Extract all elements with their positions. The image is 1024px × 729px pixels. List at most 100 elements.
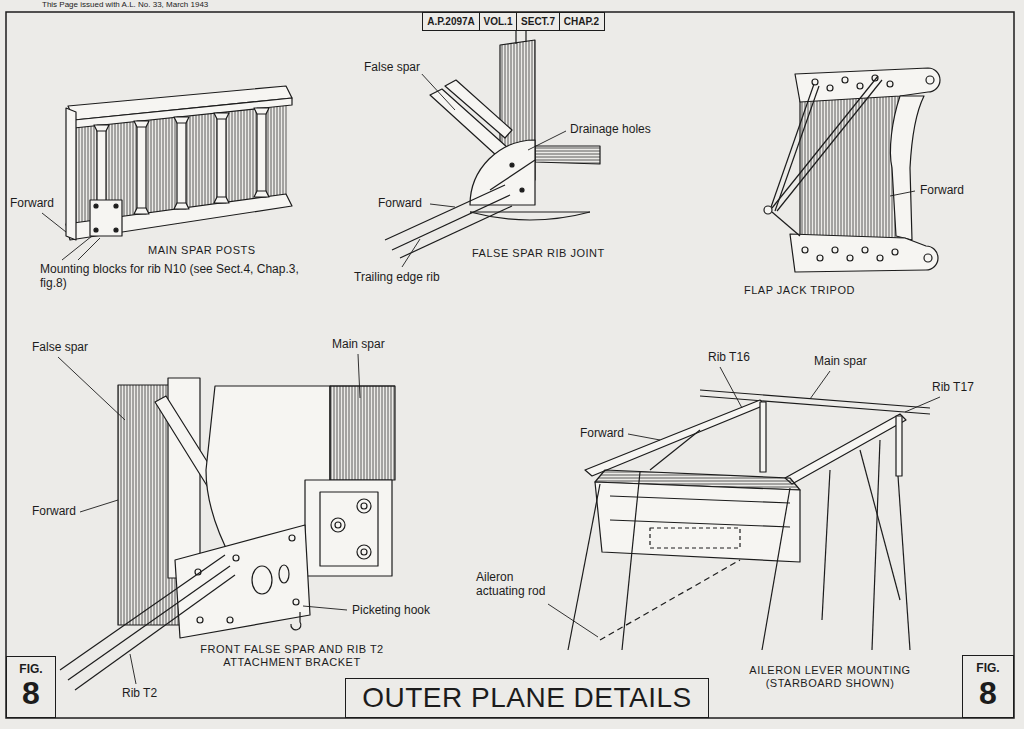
leader-lines (42, 213, 66, 232)
figure-number-box: FIG.8 (6, 656, 56, 718)
attachment-bracket-drawing (305, 480, 392, 576)
direction-label: Forward (8, 196, 56, 210)
flap-jack-tripod-drawing (842, 77, 848, 83)
main-spar-posts-drawing (254, 108, 269, 114)
main-spar-posts-drawing (254, 191, 269, 197)
false-spar-rib-joint-drawing (490, 160, 535, 190)
flap-jack-tripod-drawing (790, 234, 938, 272)
attachment-bracket-drawing (227, 617, 233, 623)
main-spar-posts-drawing (174, 117, 189, 123)
view-caption: FRONT FALSE SPAR AND RIB T2 ATTACHMENT B… (170, 643, 414, 669)
part-label: Trailing edge rib (352, 270, 442, 284)
flap-jack-tripod-drawing (802, 247, 808, 253)
leader-lines (402, 239, 420, 267)
reference-text: CHAP.2 (564, 16, 599, 27)
reference-cell: A.P.2097A (422, 12, 480, 31)
false-spar-rib-joint-drawing (445, 80, 512, 138)
attachment-bracket-drawing (361, 549, 367, 555)
flap-jack-tripod-drawing (862, 247, 868, 253)
leader-lines (58, 357, 125, 420)
aileron-lever-mounting-drawing (568, 390, 930, 650)
aileron-lever-mounting-drawing (872, 440, 880, 650)
false-spar-rib-joint-drawing (470, 212, 590, 220)
leader-lines (890, 191, 915, 196)
main-spar-posts-drawing (94, 125, 109, 131)
aileron-lever-mounting-drawing (860, 450, 900, 600)
flap-jack-tripod-drawing (924, 254, 932, 262)
attachment-bracket-drawing (361, 503, 367, 509)
main-spar-posts-drawing (177, 117, 186, 209)
leader-lines (78, 238, 100, 260)
leader-lines (130, 654, 136, 684)
aileron-lever-mounting-drawing (568, 484, 600, 650)
aileron-lever-mounting-drawing (898, 476, 910, 650)
attachment-bracket-drawing (331, 518, 345, 532)
attachment-bracket-drawing (197, 617, 203, 623)
flap-jack-tripod-drawing (770, 84, 814, 210)
title-box: OUTER PLANE DETAILS (345, 678, 709, 718)
part-label: Rib T17 (930, 380, 976, 394)
flap-jack-tripod-drawing (857, 83, 863, 89)
main-spar-posts-drawing (66, 108, 76, 240)
flap-jack-tripod-drawing (764, 68, 940, 272)
leader-lines (528, 131, 566, 150)
attachment-bracket-drawing (357, 499, 371, 513)
illustration (42, 26, 940, 690)
attachment-bracket-drawing (293, 599, 299, 605)
flap-jack-tripod-drawing (812, 79, 818, 85)
attachment-bracket-drawing (233, 555, 239, 561)
flap-jack-tripod-drawing (817, 255, 823, 261)
leader-lines (810, 371, 830, 399)
main-spar-posts-drawing (66, 86, 292, 240)
reference-cell: CHAP.2 (559, 12, 605, 31)
aileron-lever-mounting-drawing (822, 470, 830, 620)
view-caption: MAIN SPAR POSTS (146, 244, 258, 257)
flap-jack-tripod-drawing (777, 80, 882, 211)
main-spar-posts-drawing (137, 121, 146, 214)
view-caption: FALSE SPAR RIB JOINT (470, 247, 607, 260)
main-spar-posts-drawing (134, 208, 149, 214)
figure-title: OUTER PLANE DETAILS (362, 682, 692, 714)
flap-jack-tripod-drawing (877, 255, 883, 261)
attachment-bracket-drawing (320, 492, 378, 566)
direction-label: Forward (376, 196, 424, 210)
flap-jack-tripod-drawing (890, 96, 924, 240)
attachment-bracket-drawing (279, 565, 289, 583)
attachment-bracket-drawing (291, 612, 301, 630)
view-caption: FLAP JACK TRIPOD (742, 284, 857, 297)
leader-lines (303, 606, 347, 610)
flap-jack-tripod-drawing (772, 212, 800, 236)
attachment-bracket-drawing (330, 386, 395, 480)
part-label: Mounting blocks for rib N10 (see Sect.4,… (38, 262, 304, 291)
false-spar-rib-joint-drawing (470, 211, 590, 212)
main-spar-posts-drawing (217, 113, 226, 203)
part-label: Drainage holes (568, 122, 653, 136)
flap-jack-tripod-drawing (832, 247, 838, 253)
issue-note: This Page issued with A.L. No. 33, March… (40, 0, 210, 10)
main-spar-posts-drawing (114, 228, 118, 232)
part-label: Rib T16 (706, 350, 752, 364)
leader-lines (80, 500, 118, 512)
view-caption: AILERON LEVER MOUNTING (STARBOARD SHOWN) (728, 664, 932, 690)
reference-text: SECT.7 (521, 16, 555, 27)
aileron-lever-mounting-drawing (622, 472, 640, 650)
direction-label: Forward (30, 504, 78, 518)
leader-lines (358, 354, 360, 398)
main-spar-posts-drawing (214, 113, 229, 119)
flap-jack-tripod-drawing (800, 88, 900, 248)
aileron-lever-mounting-drawing (896, 416, 902, 476)
main-spar-posts-drawing (114, 204, 118, 208)
reference-cell: VOL.1 (479, 12, 518, 31)
part-label: Picketing hook (350, 603, 432, 617)
main-spar-posts-drawing (134, 121, 149, 127)
aileron-lever-mounting-drawing (762, 488, 790, 650)
part-label: Main spar (812, 354, 869, 368)
flap-jack-tripod-drawing (827, 85, 833, 91)
main-spar-posts-drawing (90, 200, 122, 236)
reference-cell: SECT.7 (516, 12, 560, 31)
attachment-bracket-drawing (68, 566, 230, 680)
flap-jack-tripod-drawing (772, 76, 878, 208)
aileron-lever-mounting-drawing (650, 528, 740, 548)
